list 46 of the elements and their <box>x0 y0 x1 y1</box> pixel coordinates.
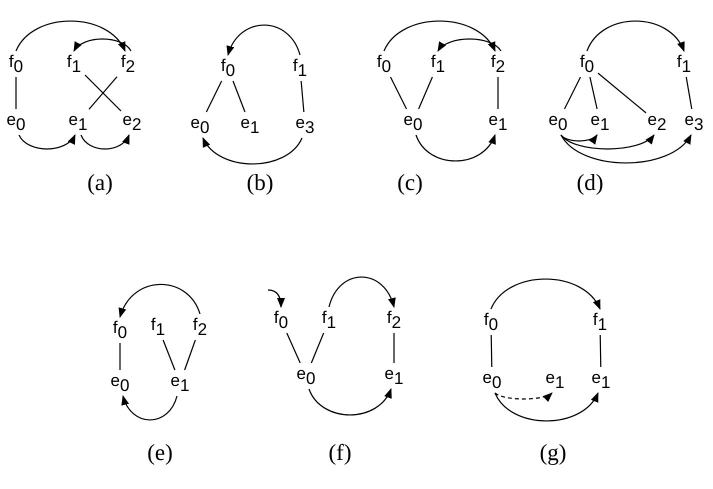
arrow <box>560 134 692 164</box>
panel-caption: (c) <box>397 170 423 196</box>
arrow <box>490 278 601 310</box>
connector-line <box>686 76 692 110</box>
connector-line <box>390 76 408 110</box>
panel-caption: (g) <box>540 440 566 466</box>
panel-caption: (b) <box>246 170 274 196</box>
connector-line <box>418 76 433 110</box>
panel-caption: (d) <box>576 170 604 196</box>
connector-line <box>497 77 499 109</box>
connector-line <box>286 332 301 364</box>
arrow <box>119 284 201 318</box>
arrow <box>415 134 496 162</box>
connector-line <box>564 76 582 110</box>
arrow <box>73 38 132 52</box>
connector-line <box>232 80 246 112</box>
arrow <box>560 134 655 150</box>
arrow <box>383 20 496 52</box>
connector-line <box>490 334 492 368</box>
connector-line <box>600 334 602 368</box>
connector-line <box>300 80 304 112</box>
connector-line <box>206 80 222 112</box>
arrow <box>80 134 130 150</box>
panel-caption: (a) <box>87 170 113 196</box>
connector-line <box>310 332 324 364</box>
arrow <box>494 392 599 422</box>
arrow <box>227 24 301 56</box>
panel-caption: (e) <box>147 440 173 466</box>
connector-line <box>119 343 121 370</box>
arrow <box>586 20 685 52</box>
arrow <box>268 289 285 308</box>
arrow <box>437 38 502 52</box>
connector-line <box>598 72 646 114</box>
arrow <box>494 392 553 402</box>
arrow <box>328 276 395 308</box>
connector-line <box>589 76 598 110</box>
connector-line <box>162 340 176 370</box>
connector-line <box>393 333 395 363</box>
connector-line <box>184 340 196 370</box>
arrow <box>122 395 178 421</box>
arrow <box>202 137 303 164</box>
arrow <box>15 20 126 52</box>
arrow <box>308 388 392 416</box>
arrow <box>18 134 76 150</box>
panel-caption: (f) <box>328 440 352 466</box>
connector-line <box>15 77 17 109</box>
